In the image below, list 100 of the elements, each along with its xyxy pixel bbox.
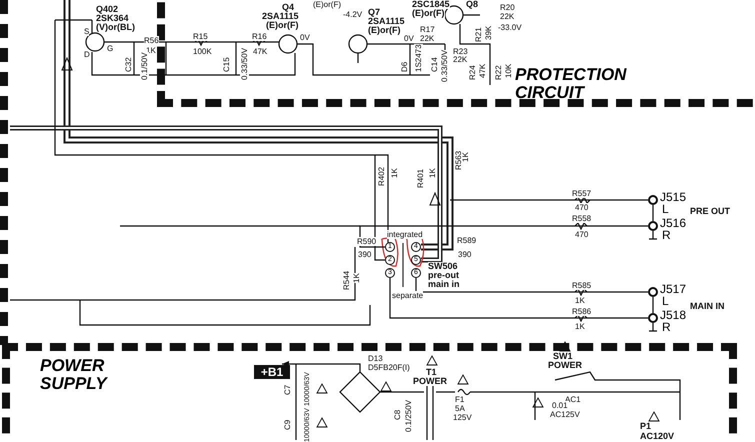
jack-label: J517 xyxy=(660,283,686,295)
jack-label: J515 xyxy=(660,191,686,203)
component-label: Q7 xyxy=(368,8,380,17)
component-label: AC125V xyxy=(550,410,580,419)
component-label: 1K xyxy=(575,322,585,331)
jack-label: R xyxy=(662,229,671,241)
component-label: POWER xyxy=(413,377,448,386)
voltage-label: 0V xyxy=(404,34,414,43)
component-label: 39K xyxy=(484,26,493,40)
component-label: R401 xyxy=(416,168,425,188)
pin-label: D xyxy=(84,50,90,59)
section-title: POWER SUPPLY xyxy=(40,357,109,393)
component-label: C15 xyxy=(222,57,231,72)
jack-label: J518 xyxy=(660,309,686,321)
component-label: Q4 xyxy=(282,3,294,12)
wire xyxy=(359,225,648,248)
component-label: R585 xyxy=(572,281,592,290)
voltage-label: -33.0V xyxy=(498,23,522,32)
component-label: POWER xyxy=(548,361,582,370)
component-label: (E)or(F) xyxy=(368,26,400,35)
component-label: P1 xyxy=(640,422,652,431)
component-label: 22K xyxy=(453,55,468,64)
component-label: R589 xyxy=(457,236,476,245)
voltage-label: -4.2V xyxy=(343,10,362,19)
component-label: 1K xyxy=(461,152,470,162)
wire xyxy=(389,278,648,319)
component-label: R20 xyxy=(500,3,515,12)
component-label: (V)or(BL) xyxy=(96,23,135,32)
wire xyxy=(415,278,648,293)
component-label: R563 xyxy=(454,150,463,170)
pin-label: G xyxy=(107,44,114,53)
wire xyxy=(652,297,654,313)
component-label: C8 xyxy=(393,410,402,420)
pin-label: S xyxy=(84,27,90,36)
component-label: C9 xyxy=(283,420,292,430)
component-label: R21 xyxy=(474,27,483,42)
jack-label: R xyxy=(662,321,671,333)
component-label: 1K xyxy=(390,168,399,178)
component-label: SW1 xyxy=(553,352,573,361)
connector-group-label: PRE OUT xyxy=(690,207,730,216)
component-label: 125V xyxy=(453,413,472,422)
component-label: 2SK364 xyxy=(96,14,129,23)
component-label: (E)or(F) xyxy=(313,0,341,9)
component-label: R590 xyxy=(357,237,376,246)
component-label: (E)or(F) xyxy=(412,9,444,18)
switch-label: SW506 xyxy=(428,262,458,271)
component-label: 390 xyxy=(358,250,372,259)
section-title: PROTECTION CIRCUIT xyxy=(515,66,628,102)
component-label: 0.33/50V xyxy=(240,48,249,80)
component-label: 1S2473 xyxy=(414,44,423,72)
component-label: (E)or(F) xyxy=(266,21,298,30)
component-label: R586 xyxy=(572,307,592,316)
component-label: R24 xyxy=(468,65,477,80)
component-label: Q8 xyxy=(466,0,478,9)
switch-position-label: integrated xyxy=(387,230,423,239)
jack-label: L xyxy=(662,295,669,307)
component-label: R557 xyxy=(572,189,592,198)
component-label: R16 xyxy=(252,32,267,41)
component-label: D5FB20F(I) xyxy=(368,363,410,372)
component-label: 1K xyxy=(428,168,437,178)
power-rail-tag: +B1 xyxy=(254,365,290,379)
component-label: 47K xyxy=(478,64,487,78)
component-label: 390 xyxy=(458,250,472,259)
component-label: R17 xyxy=(420,25,435,34)
component-label: 5A xyxy=(455,404,465,413)
component-label: Q402 xyxy=(96,5,118,14)
wire xyxy=(652,205,654,221)
voltage-label: 0V xyxy=(300,33,310,42)
component-label: 22K xyxy=(500,12,514,21)
component-label: 0.1/250V xyxy=(404,400,413,432)
component-label: 10K xyxy=(504,64,513,78)
component-label: 1K xyxy=(575,296,585,305)
component-label: C14 xyxy=(430,57,439,72)
component-label: D13 xyxy=(368,354,383,363)
component-label: C32 xyxy=(124,57,133,72)
component-label: 2SA1115 xyxy=(368,17,405,26)
component-label: 470 xyxy=(575,230,588,239)
connector-group-label: MAIN IN xyxy=(690,302,724,311)
arrow xyxy=(282,361,292,367)
switch-position-label: separate xyxy=(392,291,424,300)
component-label: R22 xyxy=(494,65,503,80)
component-label: 100K xyxy=(193,47,212,56)
component-label: 0.1/50V xyxy=(140,52,149,80)
component-label: R15 xyxy=(193,32,208,41)
component-label: 2SC1845 xyxy=(412,0,450,9)
component-label: F1 xyxy=(455,395,464,404)
component-label: 470 xyxy=(575,203,588,212)
component-label: 0.01 xyxy=(552,401,568,410)
component-label: 1K xyxy=(352,273,361,283)
component-label: C7 xyxy=(283,384,292,395)
component-label: 47K xyxy=(253,47,268,56)
component-label: AC120V xyxy=(640,432,674,441)
component-label: R56 xyxy=(144,36,159,45)
switch-label: pre-out xyxy=(428,271,459,280)
component-label: 2SA1115 xyxy=(262,12,299,21)
component-label: 22K xyxy=(420,34,434,43)
component-label: R544 xyxy=(342,270,351,290)
component-label: AC1 xyxy=(565,395,581,404)
component-label: D6 xyxy=(400,62,409,72)
component-label: R402 xyxy=(377,166,386,186)
